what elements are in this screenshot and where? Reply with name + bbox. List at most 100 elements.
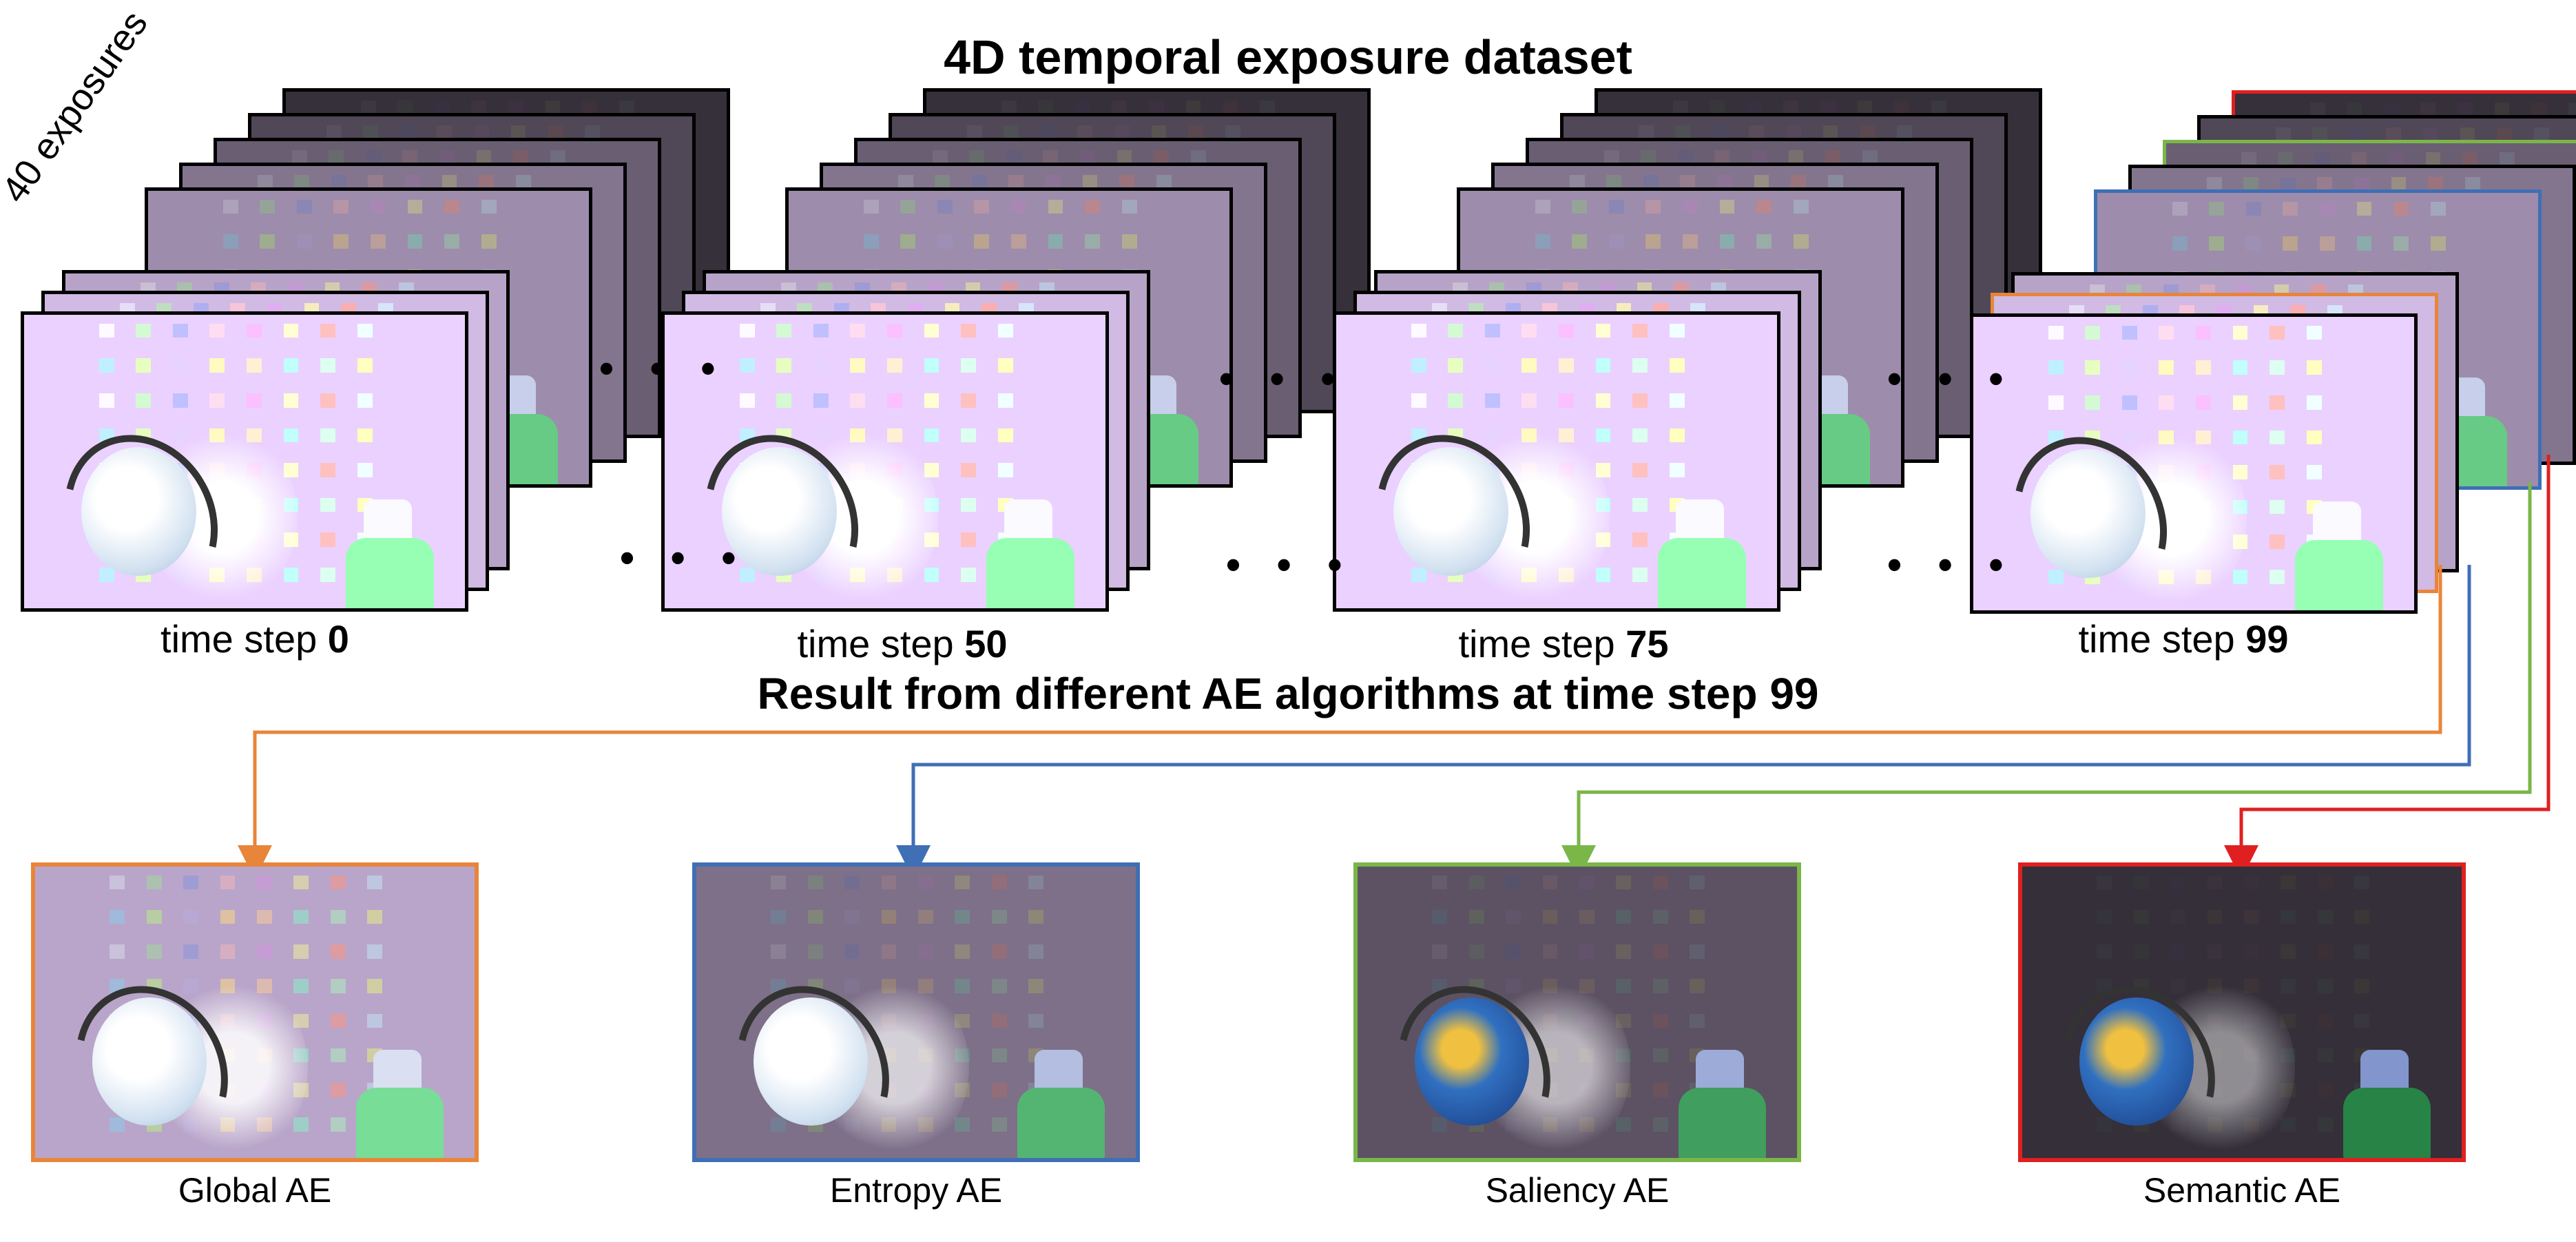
color-patch [476, 149, 492, 165]
color-patch [136, 323, 152, 338]
color-patch [2097, 944, 2112, 959]
result-photo [696, 867, 1136, 1158]
color-patch [407, 199, 423, 214]
color-patch [2207, 944, 2223, 959]
color-patch [2207, 909, 2223, 924]
color-patch [136, 393, 152, 408]
color-patch [1225, 125, 1240, 140]
color-patch [1077, 125, 1093, 140]
color-patch [209, 323, 225, 338]
color-patch [293, 875, 309, 890]
color-patch [1028, 944, 1043, 959]
arrow-semantic-ae [2224, 455, 2551, 880]
color-patch [918, 944, 933, 959]
color-patch [844, 875, 860, 890]
color-patch [924, 428, 939, 443]
color-patch [320, 428, 336, 443]
color-patch [2097, 875, 2112, 890]
color-patch [966, 125, 982, 140]
color-patch [330, 909, 346, 924]
color-patch [434, 100, 450, 115]
color-patch [1048, 234, 1063, 249]
color-patch [961, 428, 977, 443]
color-patch [371, 234, 386, 249]
color-patch [2354, 909, 2369, 924]
color-patch [918, 875, 933, 890]
color-patch [367, 979, 382, 993]
color-patch [1506, 944, 1521, 959]
color-patch [330, 1117, 346, 1132]
color-patch [1116, 149, 1132, 165]
color-patch [807, 944, 823, 959]
result-photo [35, 867, 475, 1158]
color-patch [444, 234, 460, 249]
color-patch [924, 393, 939, 408]
color-patch [974, 199, 990, 214]
color-patch [850, 323, 866, 338]
color-patch [293, 909, 309, 924]
color-patch [619, 100, 634, 115]
color-patch [247, 323, 262, 338]
color-patch [172, 323, 188, 338]
color-patch [146, 944, 162, 959]
green-toy [346, 537, 435, 608]
color-patch [481, 199, 497, 214]
color-patch [1542, 875, 1558, 890]
color-patch [437, 125, 453, 140]
color-patch [739, 568, 755, 582]
color-patch [1616, 1117, 1632, 1132]
color-patch [937, 234, 953, 249]
color-patch [357, 323, 373, 338]
color-patch [330, 944, 346, 959]
color-patch [146, 909, 162, 924]
color-patch [222, 234, 238, 249]
color-patch [1149, 100, 1164, 115]
color-patch [932, 149, 948, 165]
color-patch [924, 358, 939, 373]
color-patch [320, 393, 336, 408]
color-patch [1112, 100, 1128, 115]
color-patch [955, 875, 970, 890]
color-patch [955, 1117, 970, 1132]
color-patch [813, 323, 829, 338]
color-patch [1690, 875, 1705, 890]
color-patch [368, 174, 384, 189]
entropy-ae-label: Entropy AE [829, 1171, 1003, 1210]
color-patch [582, 100, 598, 115]
color-patch [209, 358, 225, 373]
color-patch [183, 909, 198, 924]
color-patch [2317, 1048, 2333, 1063]
color-patch [991, 1117, 1007, 1132]
color-patch [220, 944, 236, 959]
color-patch [283, 323, 299, 338]
color-patch [98, 428, 114, 443]
color-patch [739, 323, 755, 338]
color-patch [1506, 875, 1521, 890]
color-patch [110, 909, 125, 924]
result-image-1 [692, 862, 1140, 1162]
color-patch [183, 944, 198, 959]
exposure-frame-0-0 [21, 311, 468, 612]
color-patch [330, 1048, 346, 1063]
color-patch [961, 497, 977, 513]
color-patch [2097, 909, 2112, 924]
color-patch [283, 428, 299, 443]
color-patch [1008, 174, 1024, 189]
color-patch [220, 875, 236, 890]
color-patch [296, 199, 312, 214]
color-patch [183, 875, 198, 890]
color-patch [961, 323, 977, 338]
color-patch [1690, 909, 1705, 924]
color-patch [2281, 1117, 2296, 1132]
color-patch [771, 944, 787, 959]
color-patch [442, 174, 457, 189]
exposure-frame-1-0 [661, 311, 1109, 612]
color-patch [474, 125, 489, 140]
color-patch [863, 199, 879, 214]
color-patch [997, 323, 1013, 338]
color-patch [1185, 100, 1201, 115]
green-toy [1678, 1088, 1767, 1158]
color-patch [548, 125, 563, 140]
color-patch [479, 174, 495, 189]
color-patch [1114, 125, 1130, 140]
